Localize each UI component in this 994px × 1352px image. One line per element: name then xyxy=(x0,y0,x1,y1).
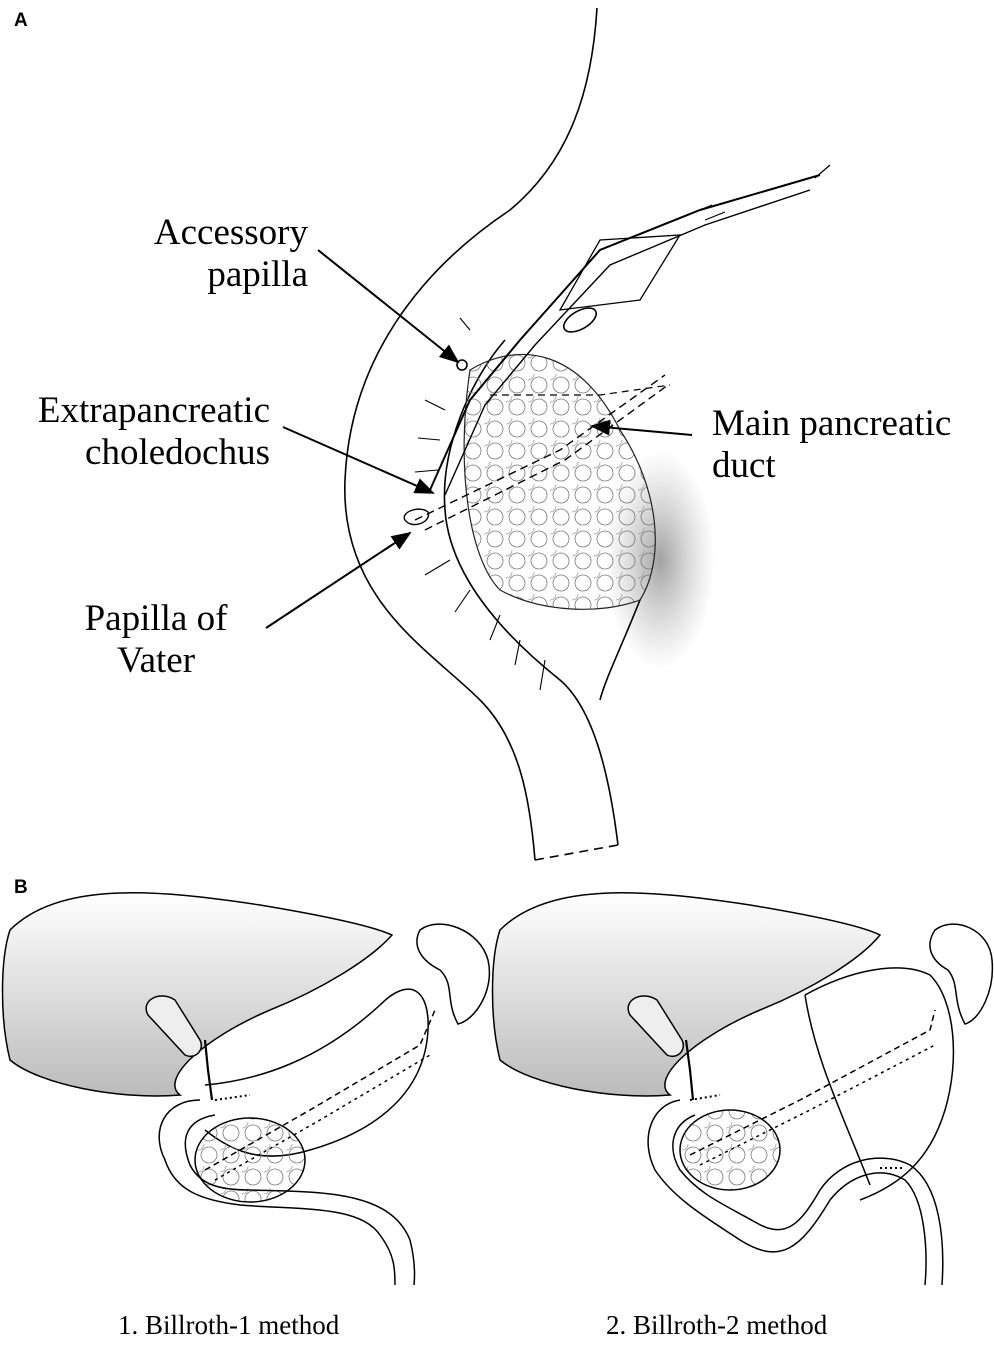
label-papilla-of-vater: Papilla of Vater xyxy=(66,598,246,682)
label-extrapancreatic-choledochus-line2: choledochus xyxy=(4,432,270,474)
duodenum-cut-end xyxy=(535,845,618,860)
stomach-2-transection xyxy=(805,995,870,1185)
label-papilla-of-vater-line1: Papilla of xyxy=(66,598,246,640)
liver-2 xyxy=(493,893,881,1096)
anastomosis-1 xyxy=(215,1095,250,1100)
stomach-2 xyxy=(805,968,953,1200)
caption-billroth-2: 2. Billroth-2 method xyxy=(606,1310,827,1341)
label-extrapancreatic-choledochus: Extrapancreatic choledochus xyxy=(4,390,270,474)
spleen-2 xyxy=(930,924,992,1024)
opened-lumen xyxy=(560,303,600,337)
spleen-1 xyxy=(417,924,490,1024)
label-accessory-papilla: Accessory papilla xyxy=(128,212,308,296)
label-papilla-of-vater-line2: Vater xyxy=(66,640,246,682)
label-main-pancreatic-duct-line2: duct xyxy=(712,445,951,487)
papilla-of-vater-shape xyxy=(404,509,428,524)
accessory-papilla-shape xyxy=(457,360,467,370)
panel-a-letter: A xyxy=(14,10,28,32)
arrow-papilla-of-vater xyxy=(266,533,410,628)
liver-1 xyxy=(3,893,393,1096)
label-extrapancreatic-choledochus-line1: Extrapancreatic xyxy=(4,390,270,432)
bile-duct-1 xyxy=(205,1040,212,1100)
caption-billroth-1: 1. Billroth-1 method xyxy=(118,1310,339,1341)
arrow-accessory-papilla xyxy=(318,250,458,362)
label-main-pancreatic-duct-line1: Main pancreatic xyxy=(712,403,951,445)
duodenal-stump-2 xyxy=(690,1095,720,1100)
label-accessory-papilla-line1: Accessory xyxy=(128,212,308,254)
label-accessory-papilla-line2: papilla xyxy=(128,254,308,296)
label-main-pancreatic-duct: Main pancreatic duct xyxy=(712,403,951,487)
billroth-1-drawing xyxy=(3,893,490,1285)
pancreas-head xyxy=(464,354,655,609)
arrow-extrapancreatic-choledochus xyxy=(283,427,433,493)
panel-b-letter: B xyxy=(14,877,28,899)
pancreas-2 xyxy=(680,1110,780,1190)
duct-strands xyxy=(700,165,830,220)
billroth-2-drawing xyxy=(493,893,993,1285)
